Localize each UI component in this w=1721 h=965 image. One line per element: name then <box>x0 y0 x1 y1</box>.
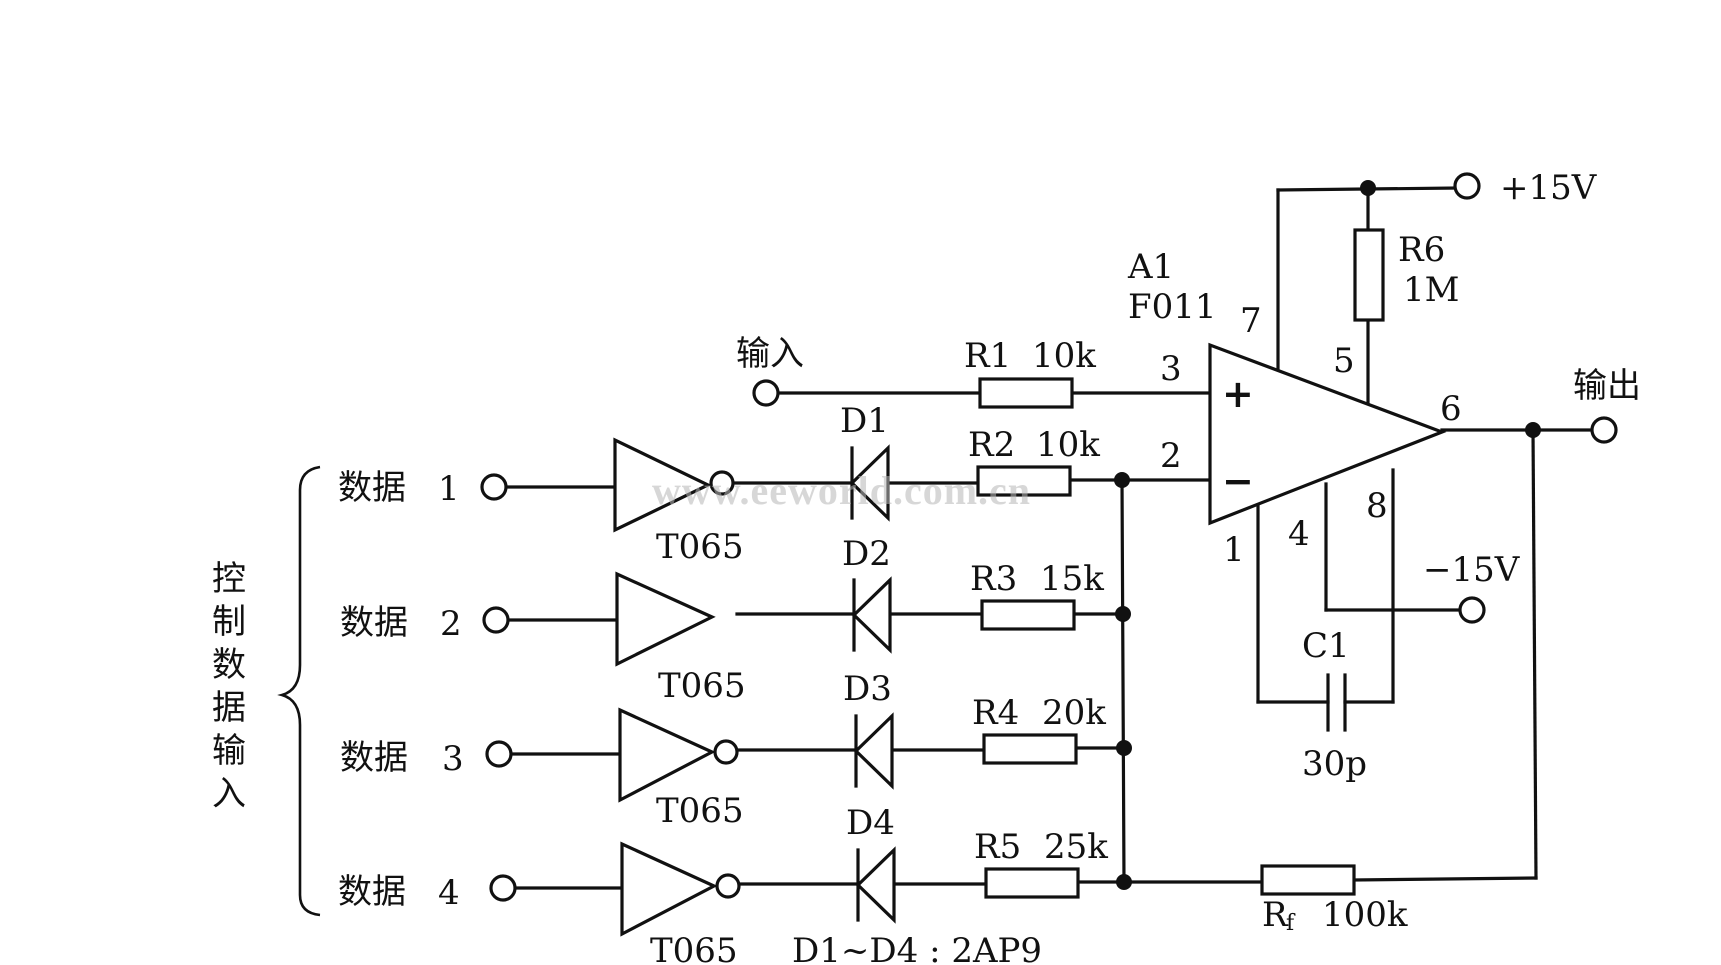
pin-8: 8 <box>1366 486 1388 526</box>
r2-ref: R2 <box>968 425 1015 465</box>
pin-5: 5 <box>1333 341 1355 381</box>
r5-ref: R5 <box>974 827 1021 867</box>
diode-label: D2 <box>842 534 891 574</box>
pin-3: 3 <box>1160 349 1182 389</box>
r4-value: 20k <box>1042 693 1106 733</box>
buffer-1 <box>613 437 735 533</box>
control-label-char: 入 <box>212 774 246 814</box>
diode-d3 <box>853 712 894 790</box>
data3-terminal[interactable] <box>485 740 513 768</box>
r3-value: 15k <box>1040 559 1104 599</box>
buffer-3 <box>618 707 739 803</box>
buffer-2 <box>615 571 716 667</box>
data-line-label: 数据 <box>340 738 408 778</box>
pos15v-terminal[interactable] <box>1453 172 1481 200</box>
data-line-index: 2 <box>440 604 462 644</box>
junctions <box>1114 180 1541 890</box>
buffer-4 <box>620 841 741 937</box>
opamp-plus-sign: + <box>1222 372 1254 416</box>
junction-dot <box>1116 874 1132 890</box>
data-line-index: 3 <box>442 739 464 779</box>
pin-2: 2 <box>1160 436 1182 476</box>
resistor-r3 <box>980 599 1076 631</box>
data-line-label: 数据 <box>338 872 406 912</box>
diode-label: D1 <box>840 401 889 441</box>
input-terminal[interactable] <box>752 379 780 407</box>
control-label-char: 控 <box>212 559 246 599</box>
pin-1: 1 <box>1223 530 1245 570</box>
data-line-label: 数据 <box>340 603 408 643</box>
data4-terminal[interactable] <box>489 874 517 902</box>
junction-dot <box>1525 422 1541 438</box>
data-line-index: 1 <box>438 469 460 509</box>
resistor-r5 <box>984 867 1080 899</box>
c1-ref: C1 <box>1302 626 1350 666</box>
buffer-label: T065 <box>656 791 744 831</box>
data-line-label: 数据 <box>338 468 406 508</box>
neg15v-terminal[interactable] <box>1458 596 1486 624</box>
opamp-part: F011 <box>1128 287 1217 327</box>
terminals <box>480 172 1618 902</box>
control-label-char: 制 <box>212 602 246 642</box>
r2-value: 10k <box>1036 425 1100 465</box>
data1-terminal[interactable] <box>480 473 508 501</box>
diode-d2 <box>851 576 892 654</box>
resistors <box>976 228 1385 899</box>
control-brace <box>277 465 321 917</box>
diode-note: D1~D4 : 2AP9 <box>792 931 1042 965</box>
junction-dot <box>1114 472 1130 488</box>
r6-value: 1M <box>1403 270 1459 310</box>
r6-ref: R6 <box>1398 230 1445 270</box>
resistor-rf <box>1260 864 1356 896</box>
rf-sub: f <box>1286 911 1296 936</box>
buffer-label: T065 <box>656 527 744 567</box>
watermark: www.eeworld.com.cn <box>652 468 1031 513</box>
opamp-ref: A1 <box>1127 247 1174 287</box>
control-label-char: 据 <box>212 688 246 728</box>
input-label: 输入 <box>736 334 804 374</box>
junction-dot <box>1360 180 1376 196</box>
output-terminal[interactable] <box>1590 416 1618 444</box>
c1-value: 30p <box>1302 744 1367 784</box>
capacitor-c1 <box>1326 673 1347 732</box>
opamp-minus-sign: − <box>1222 459 1254 503</box>
diodes <box>849 444 896 924</box>
resistor-r4 <box>982 733 1078 765</box>
resistor-r1 <box>978 377 1074 409</box>
labels: 输入 输出 控 制 数 据 输 入 数据 1 数据 2 数据 3 数据 4 T0… <box>212 168 1641 965</box>
neg-supply-label: −15V <box>1423 550 1521 590</box>
buffer-label: T065 <box>650 931 738 965</box>
data2-terminal[interactable] <box>482 606 510 634</box>
r1-value: 10k <box>1032 336 1096 376</box>
pin-7: 7 <box>1240 301 1262 341</box>
opamp-a1: + − <box>1208 342 1447 526</box>
control-label-char: 数 <box>212 645 246 685</box>
diode-label: D4 <box>846 803 895 843</box>
junction-dot <box>1116 740 1132 756</box>
output-label: 输出 <box>1573 366 1641 406</box>
r1-ref: R1 <box>964 336 1011 376</box>
rf-ref: R <box>1262 895 1289 935</box>
resistor-r2 <box>976 465 1072 497</box>
buffer-label: T065 <box>658 666 746 706</box>
diode-d1 <box>849 444 890 522</box>
r5-value: 25k <box>1044 827 1108 867</box>
diode-label: D3 <box>843 669 892 709</box>
control-label-char: 输 <box>212 731 246 771</box>
resistor-r6 <box>1353 228 1385 322</box>
r3-ref: R3 <box>970 559 1017 599</box>
junction-dot <box>1115 606 1131 622</box>
pos-supply-label: +15V <box>1500 168 1598 208</box>
diode-d4 <box>855 846 896 924</box>
pin-4: 4 <box>1288 514 1310 554</box>
pin-6: 6 <box>1440 389 1462 429</box>
data-line-index: 4 <box>438 873 460 913</box>
r4-ref: R4 <box>972 693 1019 733</box>
rf-value: 100k <box>1322 895 1408 935</box>
buffers <box>613 437 741 937</box>
